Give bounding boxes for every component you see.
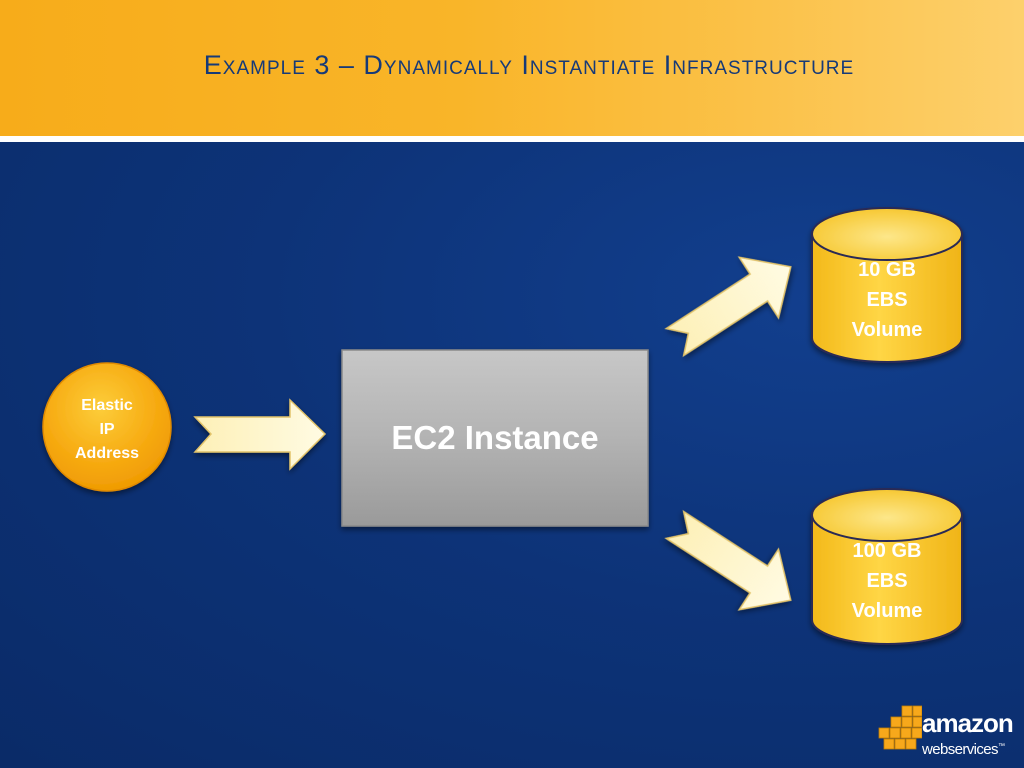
ec2-instance-label: EC2 Instance <box>391 419 599 456</box>
arrow-eip-to-ec2 <box>193 398 327 471</box>
ebs-volume-10gb-node <box>811 207 963 363</box>
ebs-volume-100gb-node <box>811 488 963 645</box>
arrow-ec2-to-10gb-volume <box>664 256 792 358</box>
elastic-ip-label: Elastic IP Address <box>74 397 140 462</box>
aws-cubes-icon <box>878 705 922 750</box>
aws-logo: amazon webservices™ <box>876 705 1016 760</box>
header-divider <box>0 136 1024 142</box>
diagram-canvas <box>42 207 963 645</box>
slide-header: Example 3 – Dynamically Instantiate Infr… <box>0 0 1024 136</box>
slide-title: Example 3 – Dynamically Instantiate Infr… <box>203 50 855 80</box>
aws-logo-wordmark: amazon <box>922 708 1014 738</box>
diagram-area: Elastic IP Address EC2 Instance 10 GB EB… <box>0 142 1024 768</box>
ec2-instance-node <box>341 349 649 527</box>
elastic-ip-node <box>42 362 172 492</box>
arrow-ec2-to-100gb-volume <box>664 509 792 611</box>
ebs-volume-10gb-label: 10 GB EBS Volume <box>851 259 923 341</box>
aws-logo-subtitle: webservices™ <box>922 741 1005 758</box>
ebs-volume-100gb-label: 100 GB EBS Volume <box>851 540 923 622</box>
